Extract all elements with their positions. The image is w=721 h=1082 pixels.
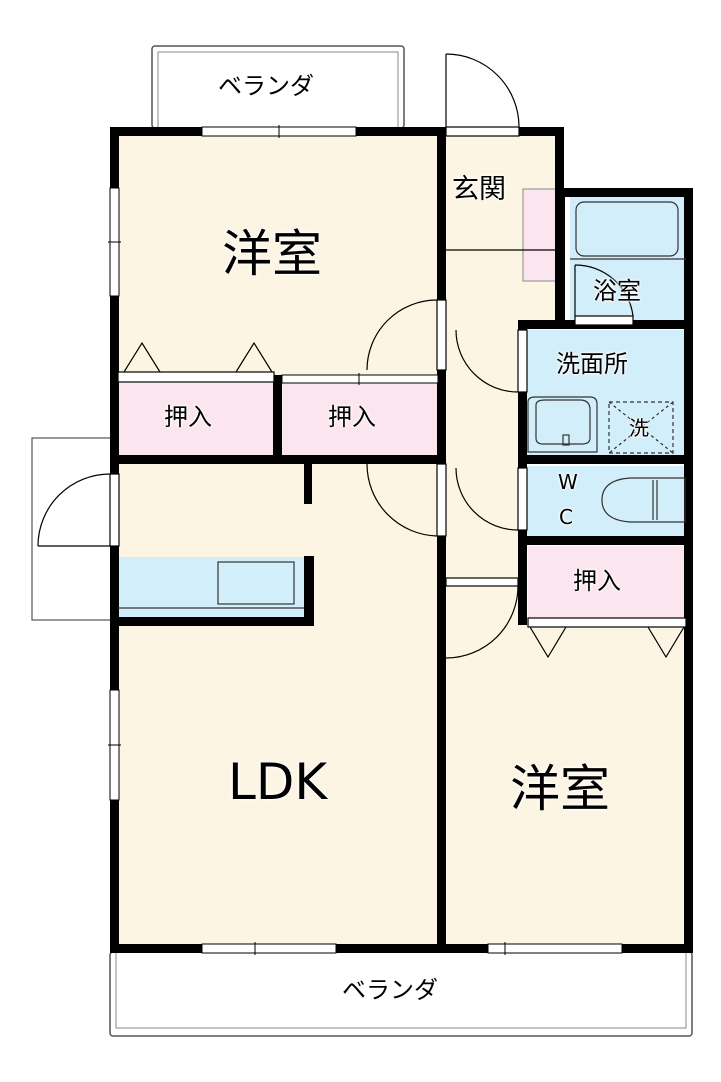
closet-3-label: 押入 — [573, 567, 621, 595]
side-porch — [31, 437, 113, 621]
toilet-label-w: W — [558, 470, 578, 494]
fixtures — [118, 201, 686, 609]
toilet-label-c: C — [559, 505, 573, 529]
doors — [37, 53, 687, 659]
washing-machine-area-icon — [608, 401, 674, 454]
balcony-bottom-label: ベランダ — [342, 976, 438, 1004]
floors — [118, 135, 686, 950]
closet-2-label: 押入 — [328, 403, 376, 431]
windows — [108, 125, 623, 955]
washing-machine-label: 洗 — [629, 416, 649, 440]
closet-1-label: 押入 — [164, 403, 212, 431]
bathtub-icon — [575, 201, 679, 257]
balcony-top-label: ベランダ — [218, 72, 314, 100]
bathroom-label: 浴室 — [593, 277, 641, 305]
ldk-label: LDK — [228, 753, 328, 811]
washroom-label: 洗面所 — [556, 350, 628, 378]
entrance-label: 玄関 — [452, 174, 506, 205]
western-room-2-label: 洋室 — [510, 760, 610, 818]
sink-icon — [527, 396, 598, 453]
toilet-icon — [601, 477, 686, 523]
kitchen-sink-icon — [217, 561, 295, 605]
western-room-1-label: 洋室 — [222, 225, 322, 283]
